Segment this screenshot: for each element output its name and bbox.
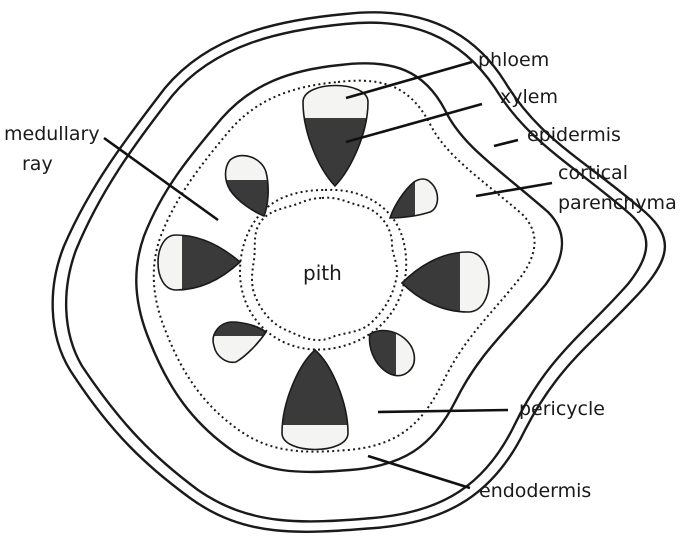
medullary-ray-label-line2: ray bbox=[22, 153, 53, 175]
endodermis-label: endodermis bbox=[479, 480, 591, 502]
medullary-ray-leader-line bbox=[103, 136, 219, 222]
vascular-bundle-upper-left bbox=[224, 154, 269, 218]
phloem-leader-line bbox=[345, 60, 473, 100]
vascular-bundle-right bbox=[400, 251, 490, 313]
endodermis-leader-line bbox=[367, 454, 471, 490]
medullary-ray-label-line1: medullary bbox=[4, 123, 100, 145]
vascular-bundle-lower-right bbox=[368, 329, 416, 377]
endodermis-outline bbox=[135, 62, 564, 474]
epidermis-leader-line bbox=[493, 138, 519, 148]
phloem-label: phloem bbox=[478, 49, 549, 71]
pith-inner-dotted bbox=[251, 196, 399, 342]
xylem-label: xylem bbox=[500, 86, 558, 108]
cortical-parenchyma-label-line2: parenchyma bbox=[558, 192, 677, 214]
pericycle-leader-line bbox=[377, 408, 509, 414]
vascular-bundle-upper-right bbox=[388, 178, 439, 219]
vascular-bundle-bottom bbox=[281, 348, 349, 451]
pericycle-label: pericycle bbox=[519, 398, 605, 420]
epidermis-inner-outline bbox=[65, 21, 648, 523]
pith-label: pith bbox=[303, 261, 342, 285]
pericycle-outline bbox=[152, 79, 536, 453]
epidermis-outer-outline bbox=[51, 11, 667, 533]
xylem-leader-line bbox=[345, 102, 483, 144]
cortical-parenchyma-label-line1: cortical bbox=[558, 162, 628, 184]
pith-outer-dotted bbox=[238, 188, 408, 351]
epidermis-label: epidermis bbox=[527, 124, 621, 146]
vascular-bundle-left bbox=[157, 234, 242, 291]
cortical-parenchyma-leader-line bbox=[475, 181, 553, 198]
vascular-bundle-lower-left bbox=[212, 321, 268, 364]
